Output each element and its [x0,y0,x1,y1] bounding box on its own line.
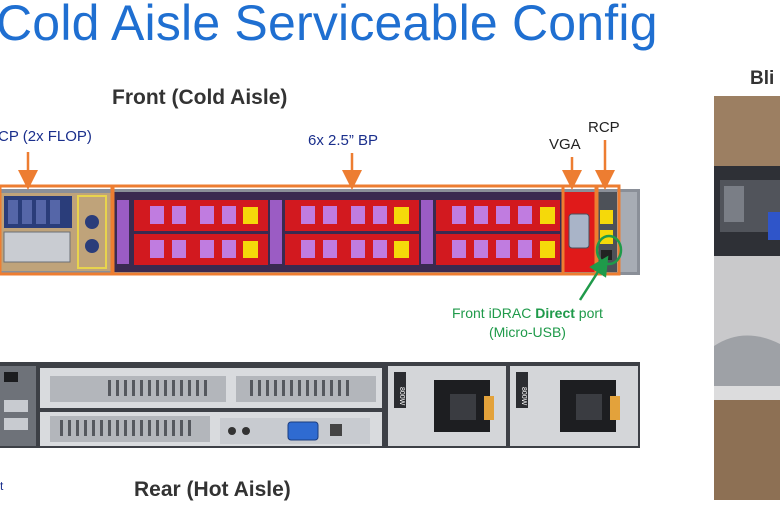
idrac-line-2: (Micro-USB) [488,324,566,340]
rcp-callout: RCP [588,119,620,136]
idrac-callout: Front iDRAC Direct port (Micro-USB) [452,304,603,342]
rear-label: Rear (Hot Aisle) [134,478,291,501]
vga-callout: VGA [549,136,581,153]
front-label: Front (Cold Aisle) [112,86,288,109]
blind-label: Bli [750,68,775,89]
front-chassis [0,140,640,301]
bp-callout: 6x 2.5” BP [308,132,379,149]
rear-chassis [0,362,640,448]
idrac-line-1: Front iDRAC Direct port [452,305,603,321]
psu-2-label: 800W [520,387,527,406]
idrac-port-highlight [595,234,623,266]
cut-off-text: t [0,479,4,493]
blind-mate-photo [714,96,780,500]
ocp-callout: CP (2x FLOP) [0,128,92,145]
psu-1-label: 800W [398,387,405,406]
slide-title: Cold Aisle Serviceable Config [0,0,658,51]
